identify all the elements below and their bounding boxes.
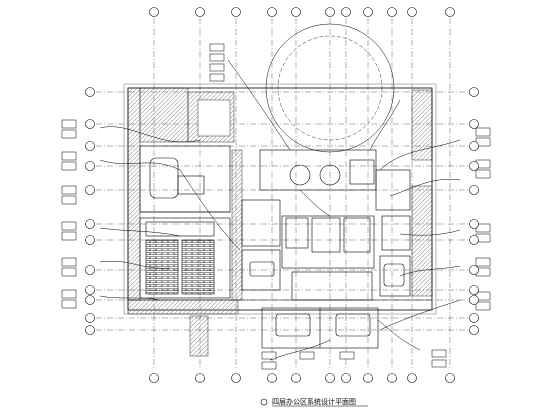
- grid-bubble-right: [469, 185, 479, 195]
- rooms: [139, 23, 411, 349]
- hatched-walls: [127, 87, 433, 357]
- grid-bubble-right: [469, 295, 479, 305]
- grid-bubble-left: [85, 325, 95, 335]
- grid-bubbles: [85, 7, 479, 383]
- grid-bubble-left: [85, 119, 95, 129]
- grid-bubble-left: [85, 295, 95, 305]
- grid-bubble-bottom: [325, 373, 335, 383]
- grid-bubble-right: [469, 285, 479, 295]
- grid-bubble-right: [469, 325, 479, 335]
- grid-bubble-left: [85, 285, 95, 295]
- grid-bubble-bottom: [291, 373, 301, 383]
- grid-bubble-left: [85, 219, 95, 229]
- grid-bubble-bottom: [195, 373, 205, 383]
- grid-bubble-right: [469, 313, 479, 323]
- grid-bubble-right: [469, 265, 479, 275]
- grid-bubble-bottom: [231, 373, 241, 383]
- wiring-lines: [99, 59, 461, 361]
- grid-bubble-bottom: [267, 373, 277, 383]
- grid-bubble-bottom: [363, 373, 373, 383]
- grid-bubble-bottom: [445, 373, 455, 383]
- grid-bubble-left: [85, 185, 95, 195]
- grid-bubble-top: [231, 7, 241, 17]
- callout-boxes-right: [475, 127, 491, 311]
- grid-bubble-right: [469, 119, 479, 129]
- grid-bubble-right: [469, 235, 479, 245]
- title-marker: [260, 398, 268, 406]
- grid-bubble-right: [469, 141, 479, 151]
- callout-boxes-left: [61, 119, 77, 309]
- grid-bubble-top: [267, 7, 277, 17]
- grid-bubble-right: [469, 87, 479, 97]
- grid-bubble-left: [85, 235, 95, 245]
- grid-bubble-bottom: [407, 373, 417, 383]
- grid-bubble-top: [363, 7, 373, 17]
- grid-bubble-right: [469, 219, 479, 229]
- grid-bubble-top: [291, 7, 301, 17]
- grid-bubble-top: [407, 7, 417, 17]
- grid-bubble-top: [149, 7, 159, 17]
- grid-bubble-bottom: [149, 373, 159, 383]
- grid-bubble-top: [195, 7, 205, 17]
- callout-boxes-center: [209, 43, 447, 370]
- grid-bubble-top: [445, 7, 455, 17]
- grid-bubble-bottom: [387, 373, 397, 383]
- grid-bubble-left: [85, 161, 95, 171]
- grid-bubble-top: [341, 7, 351, 17]
- grid-bubble-top: [387, 7, 397, 17]
- drawing-title: 四层办公区系统设计平面图: [272, 397, 356, 406]
- grid-bubble-left: [85, 141, 95, 151]
- grid-bubble-bottom: [341, 373, 351, 383]
- grid-bubble-right: [469, 161, 479, 171]
- grid-bubble-left: [85, 265, 95, 275]
- grid-bubble-left: [85, 313, 95, 323]
- grid-bubble-top: [325, 7, 335, 17]
- grid-bubble-left: [85, 87, 95, 97]
